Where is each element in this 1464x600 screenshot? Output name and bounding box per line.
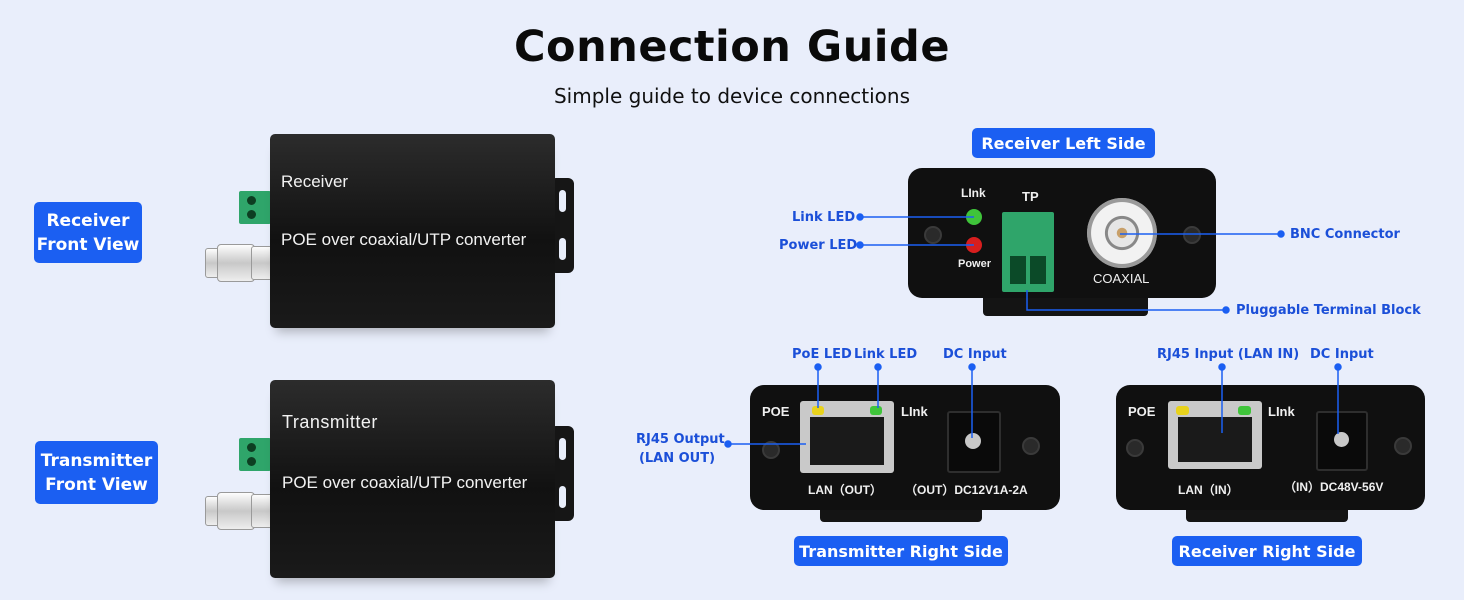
dc-input-callout: DC Input (943, 347, 1007, 362)
bnc-connector (1087, 198, 1157, 268)
badge-line-2: Front View (45, 474, 148, 495)
link-label: LInk (901, 404, 928, 419)
screw-hole (1022, 437, 1040, 455)
transmitter-right-panel: POE LInk LAN（OUT） （OUT）DC12V1A-2A (750, 385, 1062, 525)
poe-led (1176, 406, 1189, 415)
lan-out-label: LAN（OUT） (808, 483, 882, 497)
receiver-right-panel: POE LInk LAN（IN） （IN）DC48V-56V (1116, 385, 1428, 525)
device-name: Transmitter (282, 412, 378, 432)
power-label: Power (958, 258, 992, 270)
terminal-block (239, 438, 271, 471)
badge-line-1: Transmitter (40, 450, 153, 471)
rj45-input-callout: RJ45 Input (LAN IN) (1157, 347, 1300, 362)
device-description: POE over coaxial/UTP converter (282, 473, 528, 492)
transmitter-front-view-badge: Transmitter Front View (35, 441, 158, 504)
screw-hole (1394, 437, 1412, 455)
receiver-front-view-badge: Receiver Front View (34, 202, 142, 263)
coaxial-label: COAXIAL (1093, 271, 1150, 286)
panel-plate: LInk TP Power COAXIAL (908, 168, 1216, 298)
callout-line-2: (LAN OUT) (638, 451, 716, 466)
power-led-callout: Power LED (779, 238, 858, 253)
tp-label: TP (1022, 189, 1039, 204)
page-subtitle: Simple guide to device connections (553, 84, 911, 108)
poe-label: POE (1128, 404, 1156, 419)
poe-led (812, 406, 824, 415)
link-led-callout: Link LED (792, 210, 856, 225)
bnc-connector-callout: BNC Connector (1290, 227, 1400, 242)
transmitter-right-side-badge: Transmitter Right Side (794, 536, 1008, 566)
link-label: LInk (961, 186, 986, 200)
receiver-left-panel: LInk TP Power COAXIAL (908, 168, 1218, 320)
dc-input-callout: DC Input (1310, 347, 1374, 362)
page-title: Connection Guide (514, 22, 950, 72)
link-led (870, 406, 882, 415)
rj45-port (800, 401, 894, 473)
screw-hole (1126, 439, 1144, 457)
device-name: Receiver (281, 172, 349, 191)
screw-hole (1183, 226, 1201, 244)
dc-jack (1316, 411, 1368, 471)
transmitter-housing: Transmitter POE over coaxial/UTP convert… (270, 380, 555, 578)
panel-plate: POE LInk LAN（IN） （IN）DC48V-56V (1116, 385, 1425, 510)
link-led (1238, 406, 1251, 415)
screw-hole (762, 441, 780, 459)
terminal-block-callout: Pluggable Terminal Block (1236, 303, 1421, 318)
terminal-block (239, 191, 271, 224)
poe-label: POE (762, 404, 790, 419)
badge-line-1: Receiver (46, 210, 130, 231)
badge-line-2: Front View (36, 234, 140, 255)
receiver-right-side-badge: Receiver Right Side (1172, 536, 1362, 566)
transmitter-front-device: Transmitter POE over coaxial/UTP convert… (195, 374, 580, 589)
rj45-output-callout: RJ45 Output (LAN OUT) (636, 430, 725, 468)
panel-plate: POE LInk LAN（OUT） （OUT）DC12V1A-2A (750, 385, 1060, 510)
pluggable-terminal-block (1002, 212, 1054, 292)
receiver-housing: Receiver POE over coaxial/UTP converter (270, 134, 555, 328)
screw-hole (924, 226, 942, 244)
receiver-left-side-badge: Receiver Left Side (972, 128, 1155, 158)
poe-led-callout: PoE LED (792, 347, 852, 362)
rj45-port (1168, 401, 1262, 469)
callout-line-1: RJ45 Output (636, 432, 725, 447)
receiver-front-device: Receiver POE over coaxial/UTP converter (195, 130, 580, 340)
link-label: LInk (1268, 404, 1295, 419)
lan-in-label: LAN（IN） (1178, 483, 1239, 497)
link-led-callout: Link LED (854, 347, 918, 362)
dc-jack (947, 411, 1001, 473)
dc-rating-label: （OUT）DC12V1A-2A (905, 483, 1028, 497)
dc-rating-label: （IN）DC48V-56V (1284, 480, 1384, 494)
device-description: POE over coaxial/UTP converter (281, 230, 527, 249)
